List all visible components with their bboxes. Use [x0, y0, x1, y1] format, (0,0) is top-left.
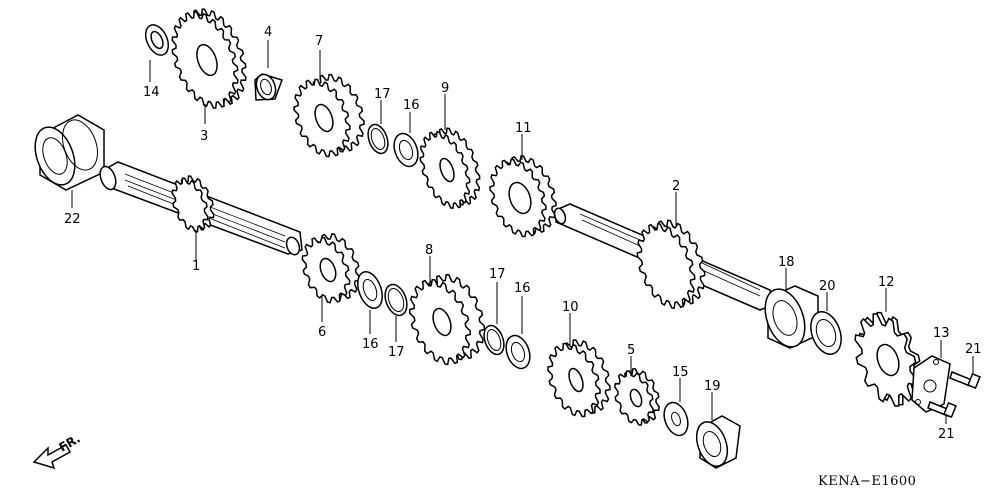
- callout-number: 22: [64, 212, 81, 227]
- part-4-bushing[interactable]: [253, 72, 283, 103]
- part-13-fixing-plate[interactable]: [911, 355, 951, 413]
- callout-number: 12: [878, 275, 895, 290]
- callout-number: 13: [933, 326, 950, 341]
- callout-number: 2: [672, 179, 680, 194]
- part-3-gear[interactable]: [171, 8, 247, 109]
- callout-1: 1: [192, 230, 200, 274]
- callout-number: 4: [264, 25, 272, 40]
- part-18-bearing[interactable]: [758, 284, 819, 353]
- callout-10: 10: [562, 300, 579, 345]
- callout-number: 18: [778, 255, 795, 270]
- callout-number: 14: [143, 85, 160, 100]
- callout-number: 10: [562, 300, 579, 315]
- part-17-circlip-upper[interactable]: [364, 122, 391, 156]
- callout-14: 14: [143, 60, 160, 100]
- callout-8: 8: [425, 243, 433, 286]
- callout-number: 1: [192, 259, 200, 274]
- part-21-bolt-upper[interactable]: [949, 371, 981, 390]
- callout-number: 17: [489, 267, 506, 282]
- callout-7: 7: [315, 34, 323, 80]
- callout-9: 9: [441, 81, 449, 130]
- callout-20: 20: [819, 279, 836, 311]
- callout-number: 21: [938, 427, 955, 442]
- callout-16: 16: [403, 98, 420, 133]
- part-20-seal[interactable]: [805, 308, 846, 359]
- callout-17: 17: [374, 87, 391, 124]
- callout-5: 5: [627, 343, 635, 376]
- callout-16: 16: [362, 310, 379, 352]
- callout-3: 3: [200, 104, 208, 144]
- callout-number: 16: [514, 281, 531, 296]
- callout-number: 19: [704, 379, 721, 394]
- callout-19: 19: [704, 379, 721, 420]
- part-8-gear[interactable]: [408, 273, 486, 366]
- part-1-integral-gear: [171, 175, 215, 233]
- part-12-sprocket[interactable]: [854, 311, 922, 407]
- callout-21: 21: [938, 414, 955, 442]
- diagram-code: KENA−E1600: [818, 474, 916, 489]
- part-10-gear[interactable]: [547, 339, 611, 418]
- callout-17: 17: [489, 267, 506, 324]
- part-14-washer[interactable]: [141, 21, 173, 58]
- front-direction-arrow: FR.: [32, 431, 83, 470]
- callout-number: 17: [374, 87, 391, 102]
- callout-22: 22: [64, 190, 81, 227]
- callout-16: 16: [514, 281, 531, 334]
- part-19-bearing[interactable]: [691, 415, 741, 470]
- callout-number: 16: [403, 98, 420, 113]
- part-15-washer[interactable]: [660, 399, 692, 438]
- callout-11: 11: [515, 121, 532, 160]
- part-21-bolt-lower[interactable]: [927, 401, 957, 419]
- callout-12: 12: [878, 275, 895, 312]
- callout-2: 2: [672, 179, 680, 225]
- callout-4: 4: [264, 25, 272, 68]
- part-16-washer-lower[interactable]: [502, 332, 534, 371]
- callout-6: 6: [318, 294, 326, 340]
- callout-13: 13: [933, 326, 950, 358]
- callout-number: 20: [819, 279, 836, 294]
- callout-number: 7: [315, 34, 323, 49]
- part-16-washer-middle[interactable]: [353, 268, 387, 311]
- part-2-integral-gear: [636, 219, 706, 310]
- callout-number: 8: [425, 243, 433, 258]
- part-16-washer-upper[interactable]: [390, 130, 422, 169]
- callout-number: 3: [200, 129, 208, 144]
- callout-15: 15: [672, 365, 689, 402]
- part-22-bearing[interactable]: [28, 114, 105, 191]
- callout-number: 6: [318, 325, 326, 340]
- part-17-circlip-middle[interactable]: [381, 282, 411, 319]
- part-11-gear[interactable]: [489, 155, 557, 238]
- callout-number: 9: [441, 81, 449, 96]
- callout-number: 17: [388, 345, 405, 360]
- part-6-gear[interactable]: [301, 233, 361, 304]
- callout-18: 18: [778, 255, 795, 290]
- part-9-gear[interactable]: [419, 127, 481, 210]
- callout-number: 15: [672, 365, 689, 380]
- callout-17: 17: [388, 316, 405, 360]
- callout-number: 5: [627, 343, 635, 358]
- callout-number: 11: [515, 121, 532, 136]
- callout-number: 16: [362, 337, 379, 352]
- part-17-circlip-lower[interactable]: [480, 323, 507, 357]
- callout-number: 21: [965, 342, 982, 357]
- part-5-gear[interactable]: [614, 368, 660, 426]
- callout-21: 21: [965, 342, 982, 374]
- part-7-gear[interactable]: [293, 73, 365, 158]
